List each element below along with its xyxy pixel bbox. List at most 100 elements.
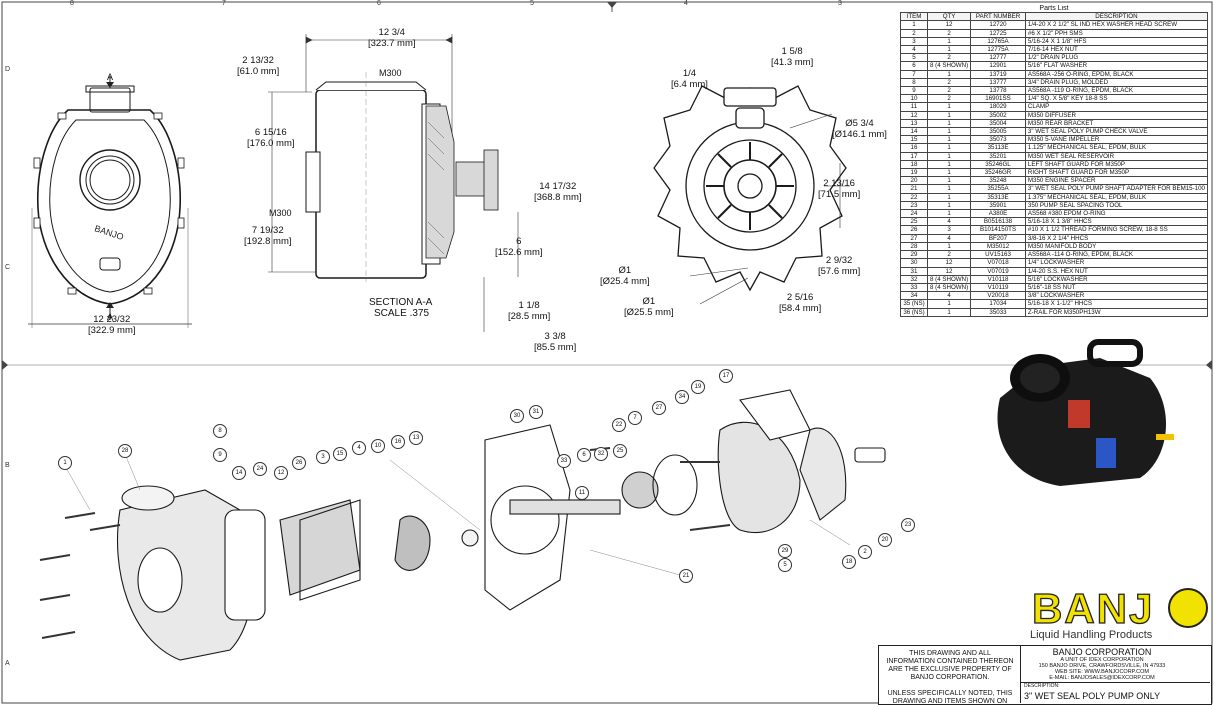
cell-description: M350 WET SEAL RESERVOIR [1024, 151, 1209, 161]
cell-qty: 1 [926, 299, 972, 309]
cell-part-number: 13777 [970, 77, 1026, 88]
cell-qty: 1 [926, 159, 972, 170]
cell-item: 12 [900, 110, 928, 120]
cell-description: M350 MANIFOLD BODY [1024, 241, 1209, 252]
dim-mm: [Ø146.1 mm] [832, 129, 887, 140]
dim-inch: 2 13/32 [242, 55, 274, 66]
cell-description: 350 PUMP SEAL SPACING TOOL [1024, 200, 1209, 211]
logo-wordmark: BANJ [1031, 584, 1155, 632]
cell-item: 16 [900, 143, 928, 153]
cell-part-number: 35005 [970, 127, 1026, 137]
cell-item: 30 [900, 258, 928, 268]
cell-qty: 12 [926, 266, 972, 276]
cell-item: 20 [900, 176, 928, 186]
cell-description: AS568A -114 O-RING, EPDM, BLACK [1024, 250, 1209, 260]
cell-part-number: 35004 [970, 118, 1026, 129]
cell-item: 1 [900, 20, 928, 30]
item-balloon: 25 [613, 444, 627, 458]
section-scale: SCALE .375 [374, 308, 430, 319]
cell-item: 8 [900, 77, 928, 88]
cell-part-number: V07019 [970, 266, 1026, 276]
zone-number: 7 [222, 0, 226, 7]
item-balloon: 11 [575, 486, 589, 500]
item-balloon: 33 [557, 454, 571, 468]
cell-qty: 1 [926, 102, 972, 112]
address-line-4: E-MAIL: BANJOSALES@IDEXCORP.COM [1049, 675, 1155, 681]
cell-description: M350 REAR BRACKET [1024, 118, 1209, 129]
col-qty: QTY [926, 12, 972, 22]
zone-letter: B [5, 462, 10, 469]
item-balloon: 16 [391, 435, 405, 449]
cell-description: 3/8-16 X 2 1/4" HHCS [1024, 233, 1209, 243]
cell-qty: 8 (4 SHOWN) [926, 282, 972, 293]
title-block-divider [1020, 645, 1021, 703]
cell-qty: 1 [926, 307, 972, 317]
dim-inch: Ø1 [642, 296, 656, 307]
cell-item: 17 [900, 151, 928, 161]
cell-part-number: M35012 [970, 241, 1026, 252]
cell-part-number: 35313E [970, 192, 1026, 202]
cell-description: #10 X 1 1/2 THREAD FORMING SCREW, 18-8 S… [1024, 225, 1209, 235]
cell-description: 5/16-24 X 1 1/8" HFS [1024, 36, 1209, 47]
section-dim-6-15-16: 6 15/16 [176.0 mm] [247, 127, 295, 149]
dim-mm: [176.0 mm] [247, 138, 295, 149]
notice-line-2: INFORMATION CONTAINED THEREON [886, 658, 1014, 665]
cell-description: 3/8" LOCKWASHER [1024, 291, 1209, 301]
cell-description: 3" WET SEAL POLY PUMP SHAFT ADAPTER FOR … [1024, 184, 1209, 194]
zone-number: 5 [530, 0, 534, 7]
dim-inch: 6 [516, 236, 522, 247]
dim-inch: 1/4 [682, 68, 697, 79]
dim-mm: [61.0 mm] [237, 66, 280, 77]
cell-part-number: 12901 [970, 61, 1026, 71]
cell-item: 5 [900, 53, 928, 63]
cell-description: 5/16" FLAT WASHER [1024, 61, 1209, 71]
item-balloon: 31 [529, 405, 543, 419]
dim-mm: [Ø25.5 mm] [624, 307, 674, 318]
section-dim-1-1-8: 1 1/8 [28.5 mm] [508, 300, 550, 322]
cell-qty: 1 [926, 127, 972, 137]
cell-description: 1/4-20 X 2 1/2" SL IND HEX WASHER HEAD S… [1024, 20, 1209, 30]
logo-ball [1168, 588, 1208, 628]
dim-mm: [Ø25.4 mm] [600, 276, 650, 287]
cell-item: 23 [900, 200, 928, 211]
cell-part-number: 12725 [970, 28, 1026, 38]
cell-part-number: 12777 [970, 53, 1026, 63]
rear-dim-dia1-b: Ø1 [Ø25.5 mm] [624, 296, 674, 318]
item-balloon: 9 [213, 448, 227, 462]
item-balloon: 34 [675, 390, 689, 404]
item-balloon: 12 [274, 466, 288, 480]
zone-letter: C [5, 264, 11, 271]
section-dim-3-3-8: 3 3/8 [85.5 mm] [534, 331, 576, 353]
dim-mm: [71.5 mm] [818, 189, 861, 200]
address-line-3: WEB SITE: WWW.BANJOCORP.COM [1054, 669, 1149, 675]
cell-part-number: 35002 [970, 110, 1026, 120]
cell-qty: 1 [926, 151, 972, 161]
item-balloon: 24 [253, 462, 267, 476]
cell-qty: 2 [926, 94, 972, 104]
dim-inch: 6 15/16 [254, 127, 287, 138]
cell-part-number: B0516138 [970, 217, 1026, 227]
cell-item: 26 [900, 225, 928, 235]
cell-item: 14 [900, 127, 928, 137]
rear-dim-2-9-32: 2 9/32 [57.6 mm] [818, 255, 860, 277]
dim-mm: [57.6 mm] [818, 266, 861, 277]
cell-part-number: 18029 [970, 102, 1026, 112]
cell-part-number: 35901 [970, 200, 1026, 211]
description-value: 3" WET SEAL POLY PUMP ONLY [1024, 691, 1161, 701]
item-balloon: 17 [719, 369, 733, 383]
cell-item: 34 [900, 291, 928, 301]
cell-part-number: V07018 [970, 258, 1026, 268]
rear-view-drawing [653, 85, 850, 305]
pump-render [997, 339, 1174, 486]
cell-description: AS568A -256 O-RING, EPDM, BLACK [1024, 69, 1209, 79]
rear-dim-1-5-8: 1 5/8 [41.3 mm] [771, 46, 813, 68]
